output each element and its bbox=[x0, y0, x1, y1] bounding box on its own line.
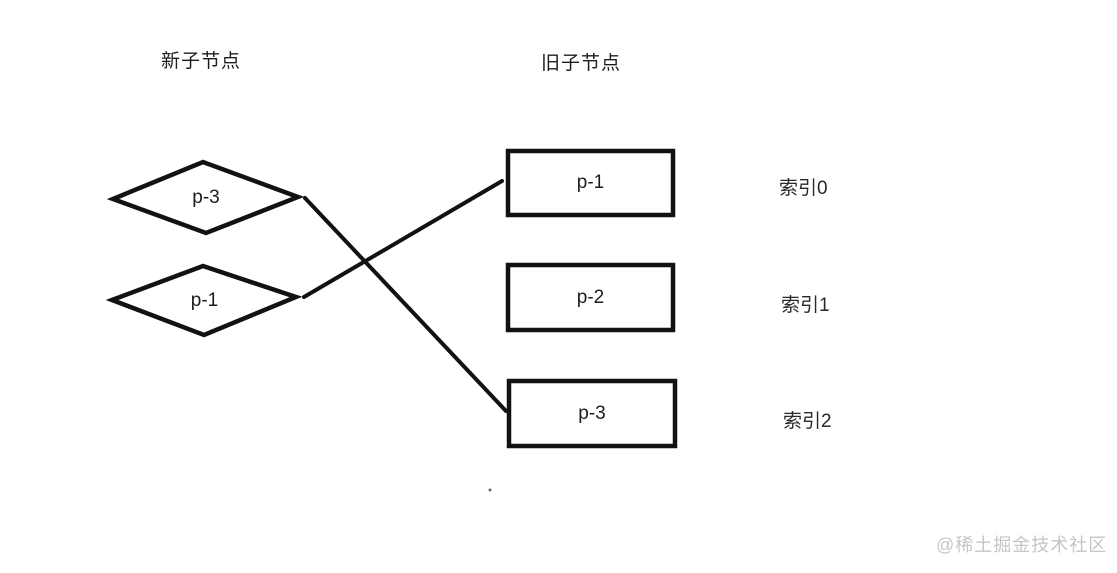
index-label-2: 索引2 bbox=[783, 411, 832, 432]
old-node-shape-p-2 bbox=[505, 262, 676, 333]
old-children-title: 旧子节点 bbox=[541, 53, 622, 74]
index-label-0: 索引0 bbox=[779, 178, 828, 199]
connector-new-p1-to-old-p1 bbox=[302, 179, 504, 299]
new-children-title: 新子节点 bbox=[161, 51, 242, 72]
juejin-watermark: @稀土掘金技术社区 bbox=[936, 535, 1108, 555]
stray-dot bbox=[488, 488, 492, 492]
old-node-shape-p-3 bbox=[506, 378, 678, 449]
old-node-shape-p-1 bbox=[505, 148, 676, 218]
index-label-1: 索引1 bbox=[781, 295, 830, 316]
connector-new-p3-to-old-p3 bbox=[303, 196, 508, 413]
new-node-shape-p-3 bbox=[106, 159, 305, 236]
new-node-shape-p-1 bbox=[105, 263, 303, 338]
